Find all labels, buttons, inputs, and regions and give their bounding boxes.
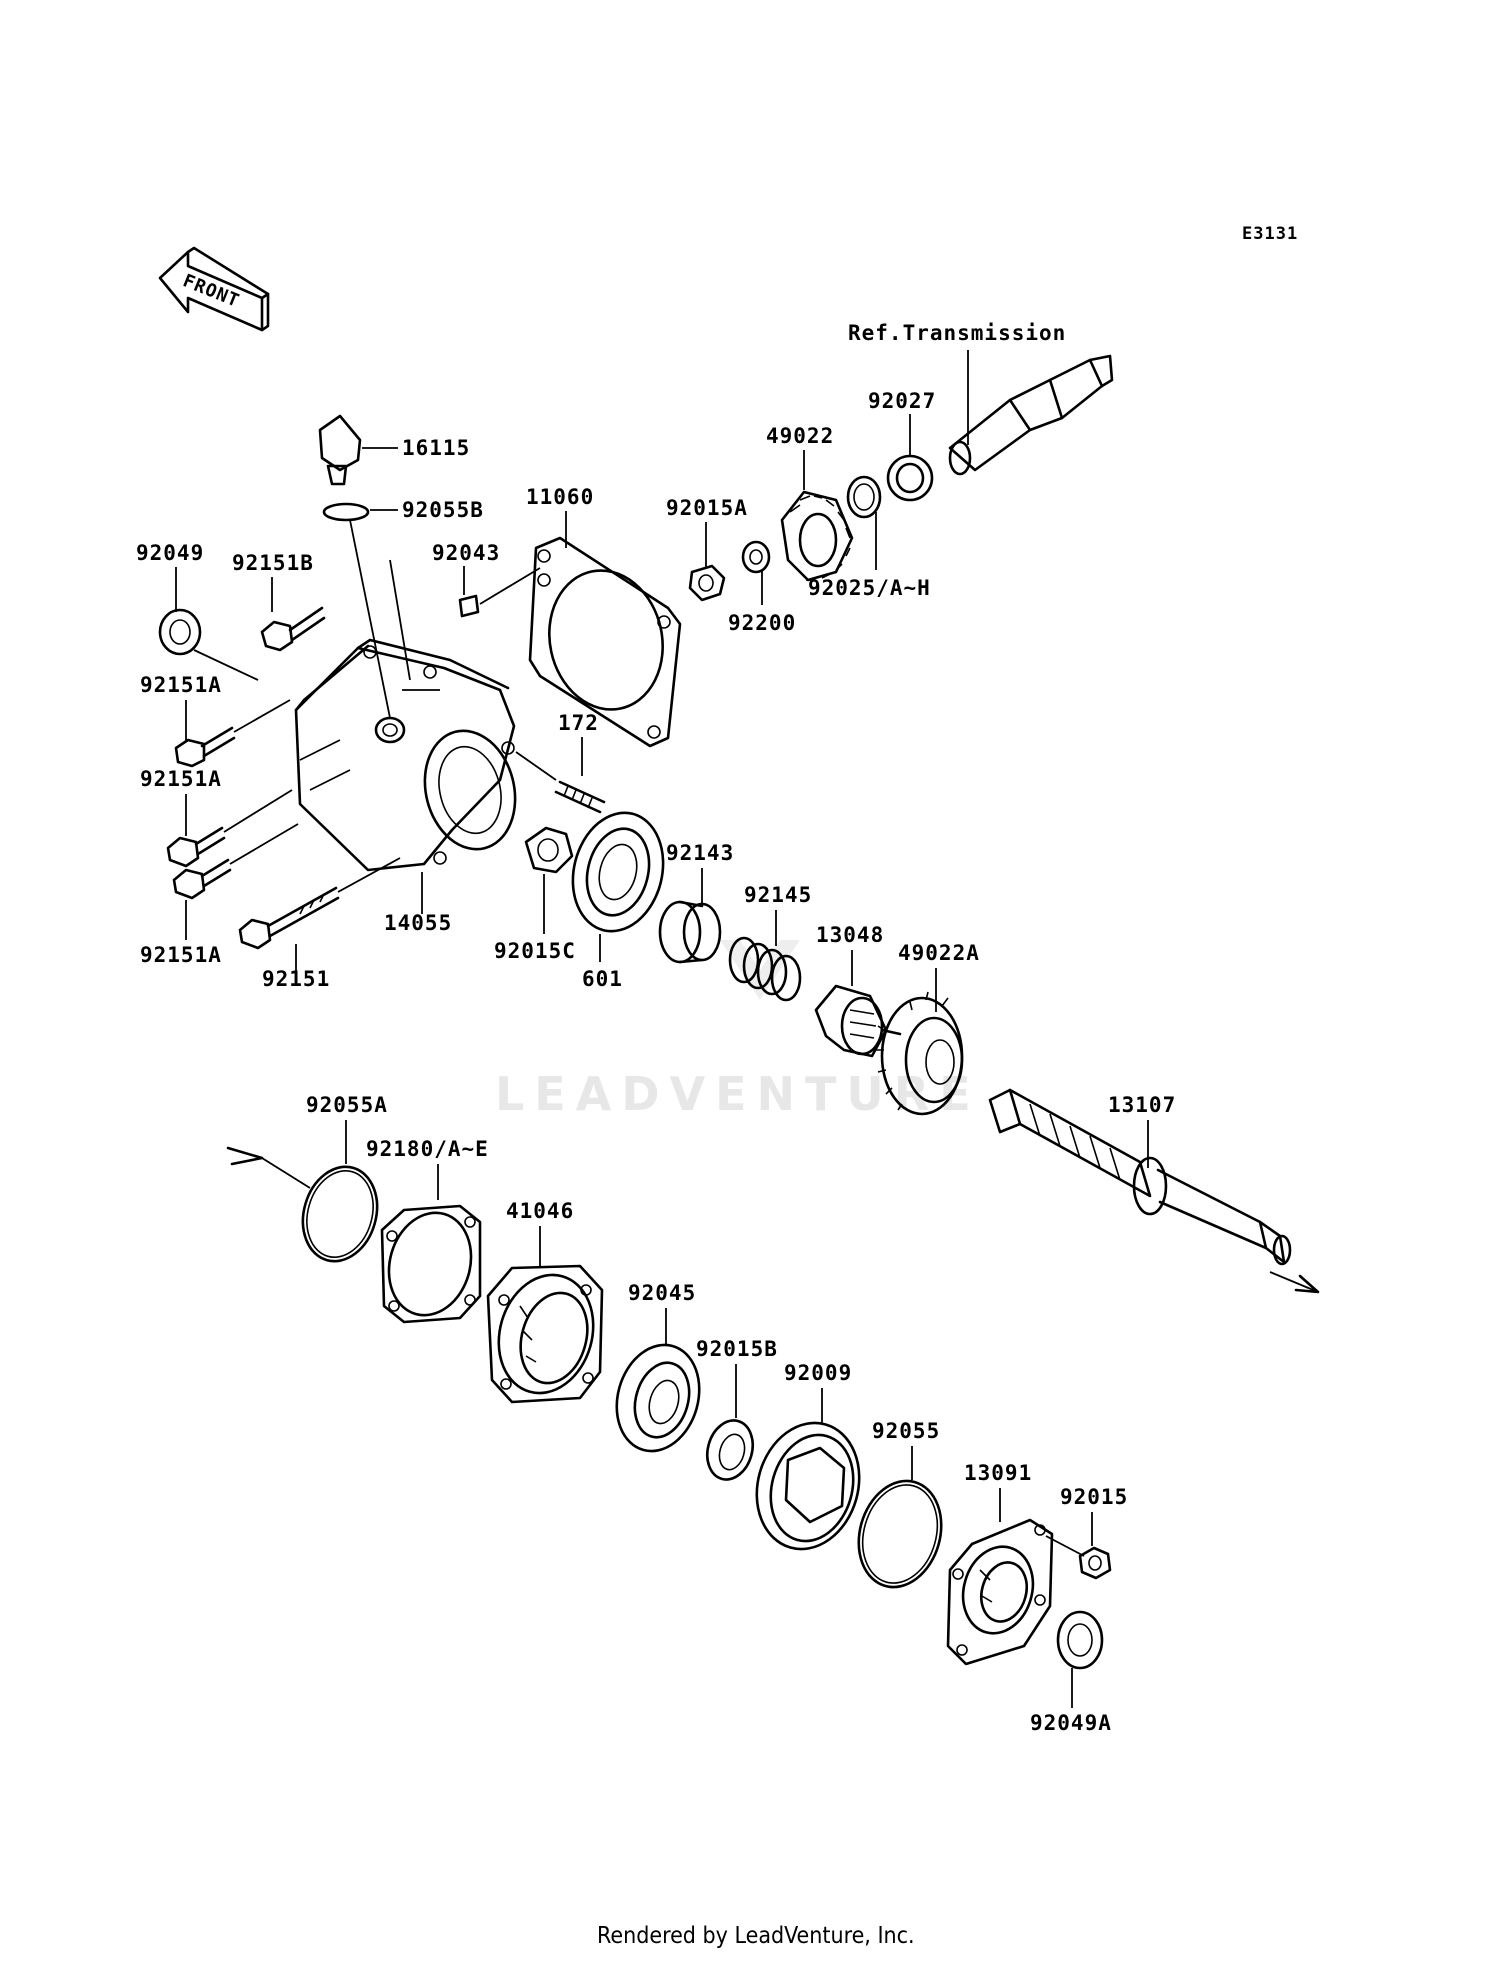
label-92055: 92055 [872, 1419, 940, 1443]
part-92055A-oring [301, 1165, 379, 1263]
label-92143: 92143 [666, 841, 734, 865]
part-172-stud [554, 780, 606, 814]
part-13107-shaft [988, 1088, 1292, 1266]
part-16115-plug [318, 414, 362, 486]
part-92043-dowel [458, 594, 480, 618]
label-41046: 41046 [506, 1199, 574, 1223]
part-92015A-nut [688, 564, 726, 602]
part-92145-spring [728, 936, 802, 1002]
part-92151A-bolt-2 [166, 826, 226, 868]
label-13091: 13091 [964, 1461, 1032, 1485]
part-92151B-bolt [260, 606, 326, 652]
label-92049: 92049 [136, 541, 204, 565]
label-14055: 14055 [384, 911, 452, 935]
part-92015C-nut [524, 826, 574, 874]
label-601: 601 [582, 967, 623, 991]
label-92180: 92180/A~E [366, 1137, 489, 1161]
label-92043: 92043 [432, 541, 500, 565]
label-92151B: 92151B [232, 551, 314, 575]
part-13091-cover [946, 1518, 1054, 1666]
transmission-shaft [948, 354, 1114, 476]
front-arrow-icon: FRONT [158, 246, 270, 332]
part-92027 [886, 454, 934, 502]
label-92027: 92027 [868, 389, 936, 413]
part-92180-gasket [380, 1204, 482, 1324]
label-92145: 92145 [744, 883, 812, 907]
label-13107: 13107 [1108, 1093, 1176, 1117]
label-92015A: 92015A [666, 496, 748, 520]
label-11060: 11060 [526, 485, 594, 509]
part-92049A-seal [1056, 1610, 1104, 1670]
part-92025 [846, 475, 882, 519]
label-92015: 92015 [1060, 1485, 1128, 1509]
part-92015-nut [1078, 1546, 1112, 1580]
part-92200 [741, 540, 771, 574]
part-13048-coupling [814, 984, 902, 1058]
part-92049-seal [158, 608, 202, 656]
part-92151A-bolt-1 [174, 726, 236, 768]
label-92015C: 92015C [494, 939, 576, 963]
label-92009: 92009 [784, 1361, 852, 1385]
label-92055A: 92055A [306, 1093, 388, 1117]
footer-credit: Rendered by LeadVenture, Inc. [597, 1923, 915, 1949]
part-92009-seal [755, 1421, 861, 1551]
label-172: 172 [558, 711, 599, 735]
label-92045: 92045 [628, 1281, 696, 1305]
label-92151A-2: 92151A [140, 767, 222, 791]
reference-note: Ref.Transmission [848, 321, 1066, 345]
part-14055-housing [294, 638, 517, 872]
label-92200: 92200 [728, 611, 796, 635]
part-92055B-oring [322, 502, 370, 522]
label-92151: 92151 [262, 967, 330, 991]
diagram-code: E3131 [1242, 224, 1298, 244]
part-601-bearing [571, 811, 665, 933]
part-92143-collar [658, 900, 722, 964]
label-49022: 49022 [766, 424, 834, 448]
label-92015B: 92015B [696, 1337, 778, 1361]
label-92025: 92025/A~H [808, 576, 931, 600]
part-41046-cover [486, 1264, 604, 1404]
label-13048: 13048 [816, 923, 884, 947]
label-49022A: 49022A [898, 941, 980, 965]
part-11060-gasket [528, 536, 682, 748]
part-92045-bearing [615, 1343, 701, 1453]
part-92055-oring [857, 1479, 943, 1589]
part-49022-bevel-gear [780, 490, 854, 582]
label-92151A-3: 92151A [140, 943, 222, 967]
label-16115: 16115 [402, 436, 470, 460]
label-92049A: 92049A [1030, 1711, 1112, 1735]
part-92015B-nut [705, 1419, 755, 1481]
part-92151-bolt [238, 886, 340, 950]
part-92151A-bolt-3 [172, 858, 232, 900]
label-92151A-1: 92151A [140, 673, 222, 697]
part-49022A-bevel-gear [876, 991, 964, 1116]
label-92055B: 92055B [402, 498, 484, 522]
